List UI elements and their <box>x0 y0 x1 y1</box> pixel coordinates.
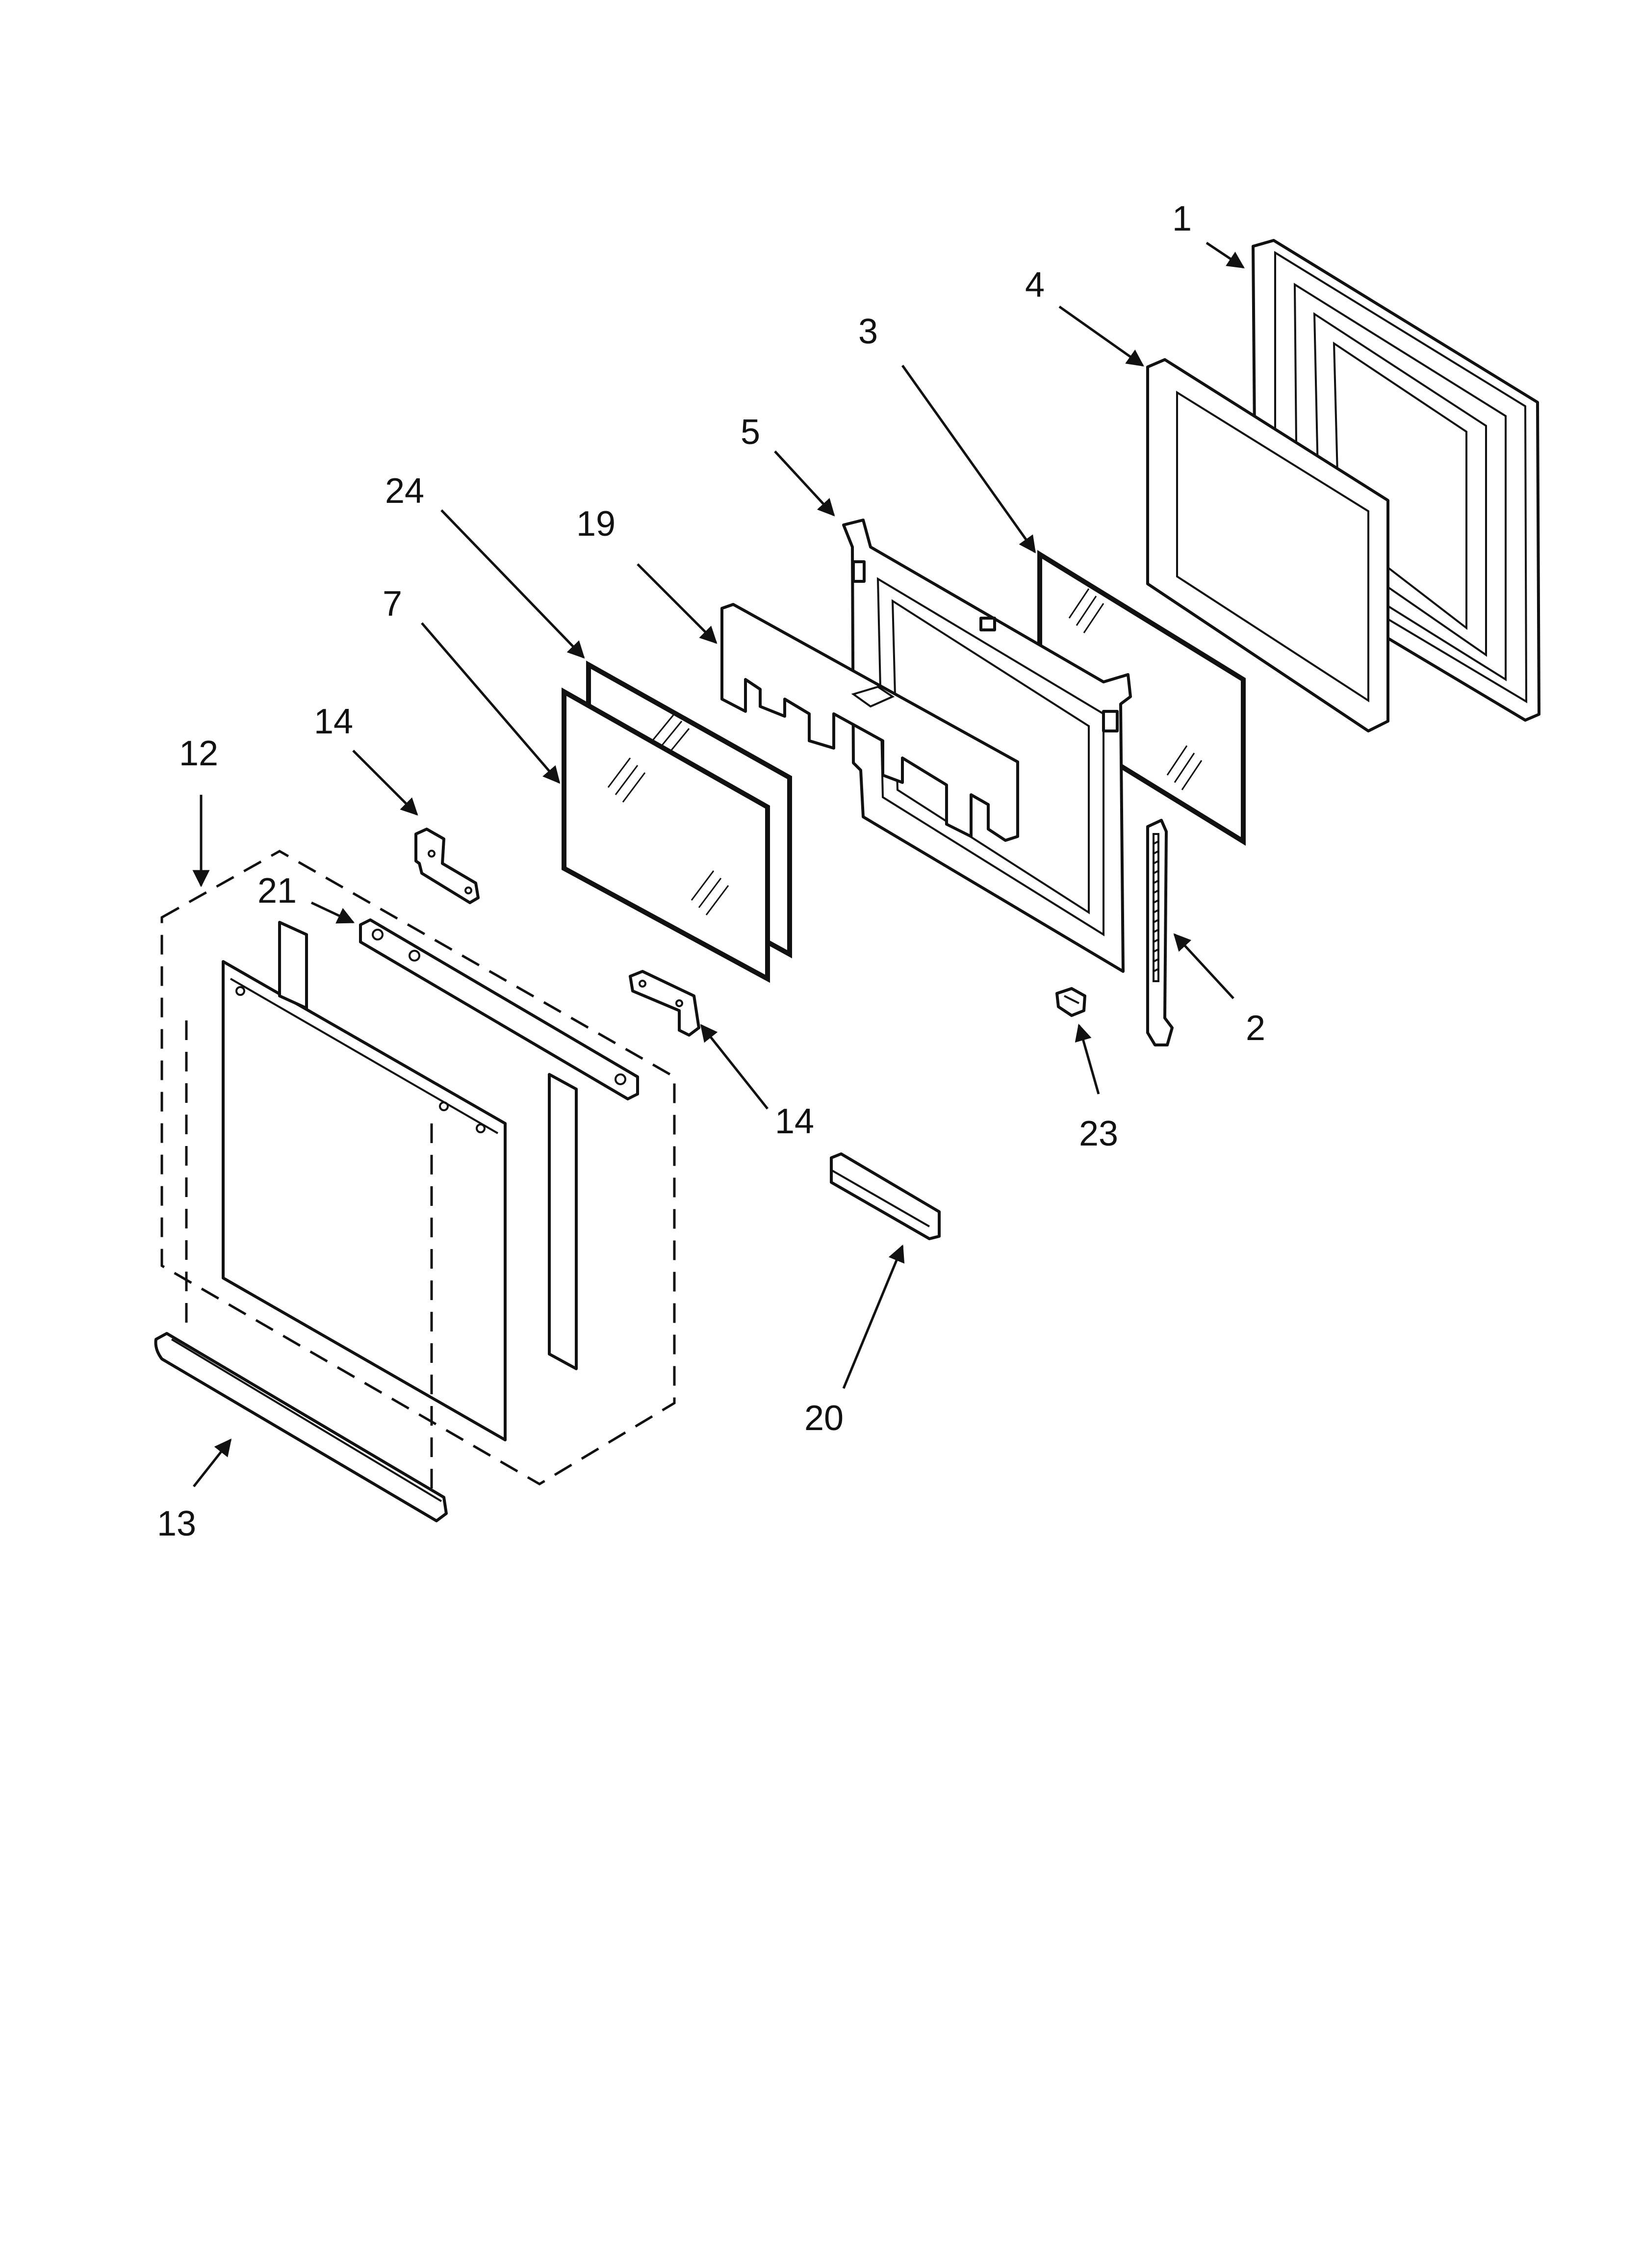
callout-24: 24 <box>385 471 424 511</box>
callout-1: 1 <box>1172 199 1192 238</box>
part-2-hinge <box>1146 819 1174 1046</box>
part-13-door-handle <box>154 1332 448 1522</box>
part-14-bracket-upper <box>414 828 480 904</box>
part-4-door-frame <box>1146 358 1389 732</box>
callout-14-upper: 14 <box>314 702 353 741</box>
part-7-glass-front <box>562 687 770 983</box>
callout-labels: 1 4 3 5 24 19 7 14 12 21 2 14 23 20 13 <box>157 199 1265 1543</box>
callout-4: 4 <box>1025 265 1045 305</box>
callout-19: 19 <box>576 504 616 544</box>
callout-3: 3 <box>858 312 878 351</box>
part-19-shield <box>720 603 1019 842</box>
callout-20: 20 <box>804 1399 844 1438</box>
leader-lines <box>192 241 1245 1487</box>
callout-13: 13 <box>157 1504 196 1543</box>
callout-2: 2 <box>1246 1009 1265 1048</box>
part-14-bracket-lower <box>629 970 700 1037</box>
callout-21: 21 <box>257 871 297 911</box>
part-20-trim-strip <box>830 1152 941 1240</box>
callout-5: 5 <box>741 413 760 452</box>
callout-7: 7 <box>383 584 402 624</box>
part-21-top-trim <box>359 918 639 1100</box>
callout-23: 23 <box>1079 1114 1118 1153</box>
callout-14-lower: 14 <box>775 1102 814 1141</box>
part-23-clip <box>1055 987 1086 1017</box>
part-12-door-assembly <box>160 850 676 1501</box>
callout-12: 12 <box>179 734 218 773</box>
